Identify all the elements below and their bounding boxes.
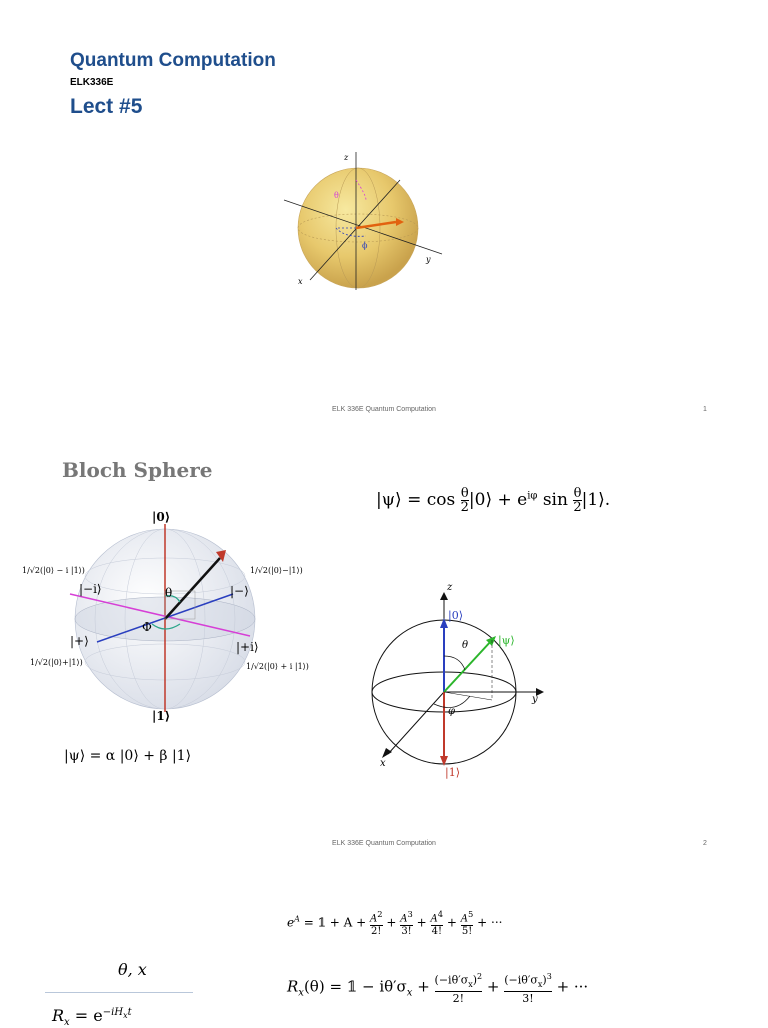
lecture-number: Lect #5 — [70, 95, 143, 118]
formula-plus: 1/√2(|0⟩+|1⟩) — [30, 658, 83, 667]
right-ket0-label: |0⟩ — [448, 609, 463, 622]
theta-label: θ — [334, 191, 339, 200]
x-axis — [309, 179, 401, 281]
right-theta-label: θ — [462, 640, 469, 651]
formula-plus-i: 1/√2(|0⟩ + i |1⟩) — [246, 662, 309, 671]
ket-plus-label: |+⟩ — [70, 634, 89, 648]
formula-minus-i: 1/√2(|0⟩ − i |1⟩) — [22, 566, 85, 575]
slide-1: Quantum Computation ELK336E Lect #5 z x … — [0, 0, 768, 432]
z-label: z — [343, 153, 349, 162]
state-vector — [164, 557, 221, 620]
right-z-label: z — [447, 582, 453, 593]
phi-label: ϕ — [362, 241, 368, 250]
superposition-equation: |ψ⟩ = α |0⟩ + β |1⟩ — [64, 748, 192, 764]
theta-x-label: θ, x — [118, 960, 147, 979]
divider — [45, 992, 193, 993]
phi-label: Φ — [142, 620, 152, 634]
right-phi-label: φ — [448, 706, 456, 717]
footer-text: ELK 336E Quantum Computation — [332, 840, 436, 847]
page-number: 2 — [703, 840, 707, 847]
theta-label: θ — [165, 586, 173, 600]
right-x-label: x — [380, 758, 386, 769]
ket-plus-i-label: |+i⟩ — [236, 640, 259, 654]
ket-0-label: |0⟩ — [152, 510, 171, 524]
state-equation: |ψ⟩ = cos θ 2 |0⟩ + eiφ sin θ 2 |1⟩. — [376, 486, 611, 515]
x-label: x — [298, 277, 303, 286]
ket-1-label: |1⟩ — [152, 709, 171, 723]
ket-minus-label: |−⟩ — [230, 584, 249, 598]
bloch-sphere-figure-left — [69, 524, 256, 712]
slide-2: Bloch Sphere |ψ⟩ = cos θ 2 |0⟩ + eiφ sin… — [0, 432, 768, 864]
bloch-sphere-figure-small: z x y θ ϕ — [283, 152, 443, 290]
y-label: y — [425, 255, 431, 264]
x-axis — [387, 691, 445, 755]
right-ket1-label: |1⟩ — [445, 766, 460, 779]
rx-definition: Rx = e−iHxt — [52, 1006, 132, 1028]
formula-minus: 1/√2(|0⟩−|1⟩) — [250, 566, 303, 575]
psi-vector — [443, 639, 493, 693]
footer-text: ELK 336E Quantum Computation — [332, 406, 436, 413]
ket-minus-i-label: |−i⟩ — [79, 582, 102, 596]
course-code: ELK336E — [70, 77, 114, 88]
right-psi-label: |ψ⟩ — [498, 634, 515, 647]
page-number: 1 — [703, 406, 707, 413]
right-y-label: y — [532, 694, 538, 705]
bloch-sphere-figure-right — [371, 592, 544, 766]
slide-heading: Bloch Sphere — [62, 458, 213, 482]
course-title: Quantum Computation — [70, 50, 276, 71]
magenta-axis — [69, 593, 251, 637]
